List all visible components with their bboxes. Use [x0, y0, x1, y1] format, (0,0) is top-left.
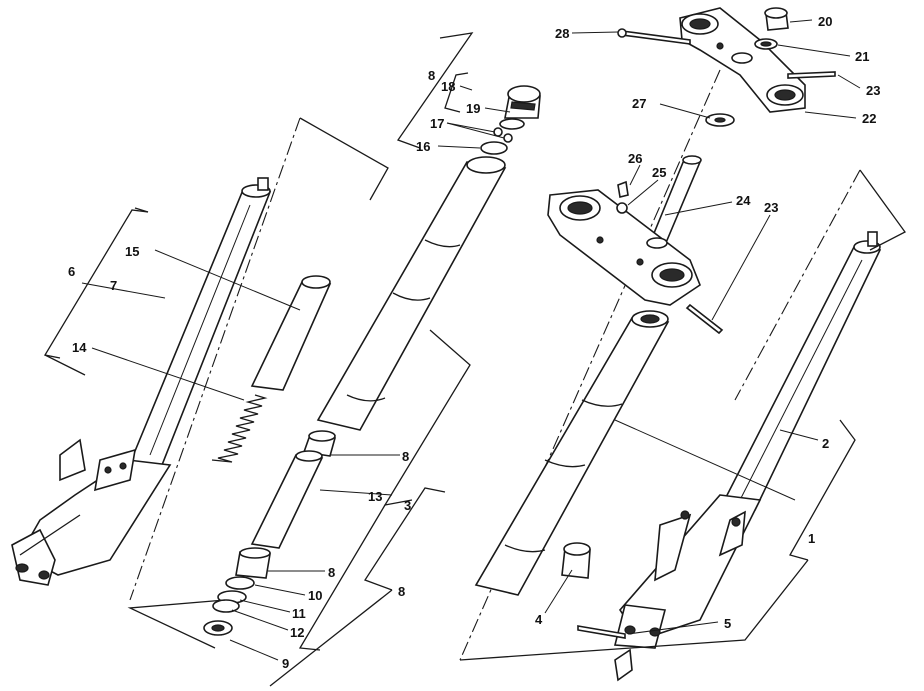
callout-19: 19 — [466, 101, 480, 116]
callout-17: 17 — [430, 116, 444, 131]
bracket-3 — [383, 377, 463, 506]
bracket-8 — [364, 487, 446, 591]
callout-9: 9 — [282, 656, 289, 671]
pin-26 — [617, 180, 629, 198]
callout-12: 12 — [290, 625, 304, 640]
callout-8-bracket: 8 — [398, 584, 405, 599]
top-triple-clamp — [679, 7, 806, 113]
fork-spring — [211, 394, 268, 463]
left-fork-leg-assembly — [11, 117, 301, 601]
callout-26: 26 — [628, 151, 642, 166]
bracket-6 — [43, 209, 149, 359]
callout-23-top: 23 — [866, 83, 880, 98]
left-stanchion-tube — [126, 189, 272, 471]
callout-10: 10 — [308, 588, 322, 603]
stem-washer — [705, 113, 735, 127]
callout-24: 24 — [736, 193, 751, 208]
axle-pinch-bolt — [614, 648, 633, 682]
callout-8-bushing: 8 — [402, 449, 409, 464]
guide-bushing-lower — [235, 547, 271, 579]
callout-14: 14 — [72, 340, 87, 355]
callout-13: 13 — [368, 489, 382, 504]
callout-11: 11 — [292, 606, 306, 621]
callout-28: 28 — [555, 26, 569, 41]
callout-23-lower: 23 — [764, 200, 778, 215]
bolt-5 — [577, 625, 626, 639]
damper-tube-13 — [250, 450, 324, 549]
bolt-28 — [621, 30, 691, 45]
callout-4: 4 — [535, 612, 543, 627]
bracket-3-upper — [429, 329, 471, 379]
callout-1: 1 — [808, 531, 815, 546]
callout-8-lower: 8 — [328, 565, 335, 580]
callout-27: 27 — [632, 96, 646, 111]
damper-rod-tube — [250, 275, 332, 391]
bottom-triple-clamp — [547, 155, 702, 306]
outer-fork-tube — [474, 310, 670, 596]
callout-6: 6 — [68, 264, 75, 279]
callout-7: 7 — [110, 278, 117, 293]
callout-5: 5 — [724, 616, 731, 631]
callout-2: 2 — [822, 436, 829, 451]
bracket-1 — [789, 419, 856, 561]
callout-18: 18 — [441, 79, 455, 94]
callout-20: 20 — [818, 14, 832, 29]
callout-labels: 6 7 15 14 8 13 3 8 10 11 12 9 8 8 18 19 … — [68, 14, 880, 671]
bolt-23-upper — [787, 71, 836, 79]
callout-3: 3 — [404, 498, 411, 513]
callout-15: 15 — [125, 244, 139, 259]
callout-21: 21 — [855, 49, 869, 64]
right-fork-leg — [613, 231, 882, 649]
callout-8-top: 8 — [428, 68, 435, 83]
leader-lines — [81, 19, 861, 661]
center-fork-tube — [316, 156, 507, 431]
stem-cap-nut — [754, 7, 789, 50]
callout-25: 25 — [652, 165, 666, 180]
seal-washers — [203, 576, 255, 636]
top-cap-assembly — [480, 85, 541, 155]
nut-25 — [616, 202, 628, 214]
bolt-23-lower — [685, 303, 724, 335]
bush-4 — [561, 542, 591, 579]
callout-22: 22 — [862, 111, 876, 126]
callout-16: 16 — [416, 139, 430, 154]
